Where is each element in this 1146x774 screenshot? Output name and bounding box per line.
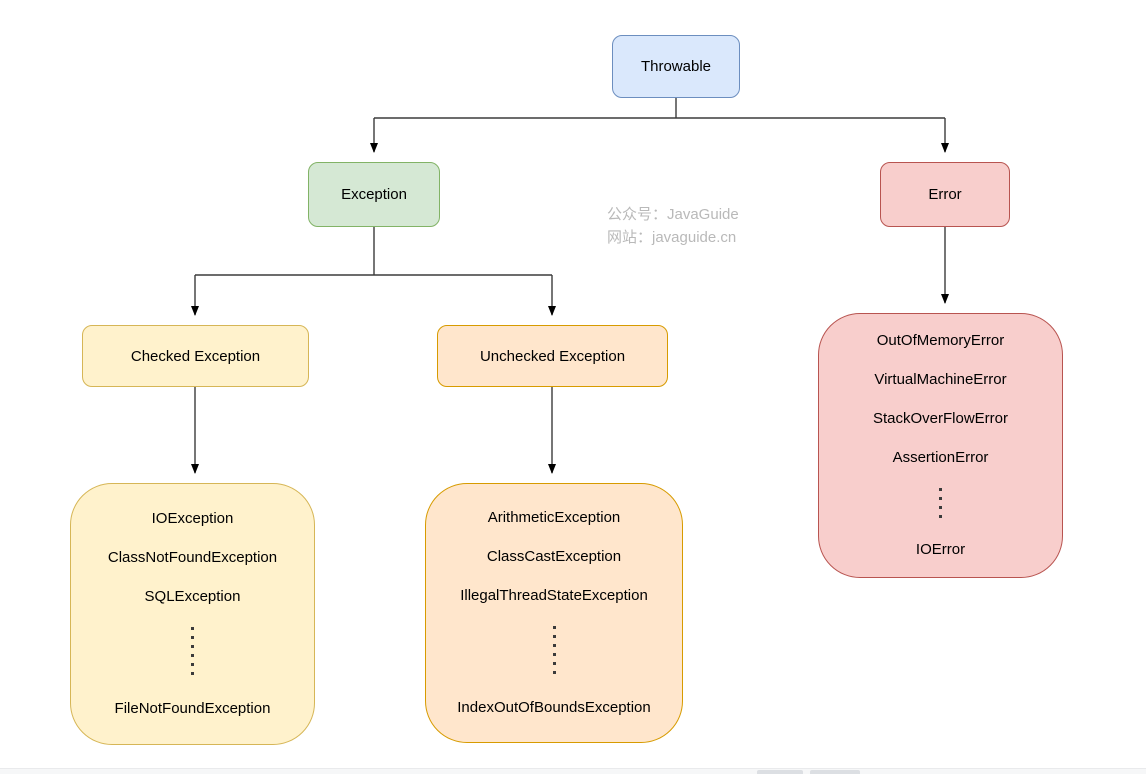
- vertical-ellipsis-icon: [552, 626, 556, 678]
- list-item: SQLException: [144, 588, 241, 605]
- node-throwable-label: Throwable: [640, 58, 712, 75]
- list-item: ClassCastException: [486, 548, 622, 565]
- list-item: AssertionError: [892, 449, 989, 466]
- node-unchecked-exception-label: Unchecked Exception: [479, 347, 626, 365]
- list-item: ClassNotFoundException: [107, 549, 278, 566]
- list-item: IndexOutOfBoundsException: [457, 699, 651, 716]
- list-item: OutOfMemoryError: [876, 332, 1005, 349]
- list-item: FileNotFoundException: [114, 700, 271, 717]
- unchecked-exception-examples-box: ArithmeticException ClassCastException I…: [425, 483, 683, 743]
- watermark-line2: 网站：javaguide.cn: [607, 229, 737, 246]
- list-item: VirtualMachineError: [874, 371, 1007, 388]
- node-error-label: Error: [928, 186, 962, 203]
- list-item: IllegalThreadStateException: [460, 587, 648, 604]
- node-error: Error: [880, 162, 1010, 227]
- bottom-edge-button: [810, 770, 860, 774]
- list-item: StackOverFlowError: [872, 410, 1009, 427]
- vertical-ellipsis-icon: [191, 627, 194, 679]
- node-checked-exception: Checked Exception: [82, 325, 309, 387]
- list-item: ArithmeticException: [487, 509, 621, 526]
- checked-exception-examples-box: IOException ClassNotFoundException SQLEx…: [70, 483, 315, 745]
- node-exception: Exception: [308, 162, 440, 227]
- list-item: IOError: [915, 541, 966, 558]
- list-item: IOException: [151, 510, 234, 527]
- vertical-ellipsis-icon: [939, 488, 942, 520]
- node-throwable: Throwable: [612, 35, 740, 98]
- node-checked-exception-label: Checked Exception: [130, 347, 261, 365]
- watermark: 公众号：JavaGuide 网站：javaguide.cn: [607, 203, 739, 249]
- error-examples-box: OutOfMemoryError VirtualMachineError Sta…: [818, 313, 1063, 578]
- bottom-edge-bar: [0, 768, 1146, 774]
- bottom-edge-button: [757, 770, 803, 774]
- node-exception-label: Exception: [341, 186, 407, 203]
- watermark-line1: 公众号：JavaGuide: [607, 206, 739, 223]
- node-unchecked-exception: Unchecked Exception: [437, 325, 668, 387]
